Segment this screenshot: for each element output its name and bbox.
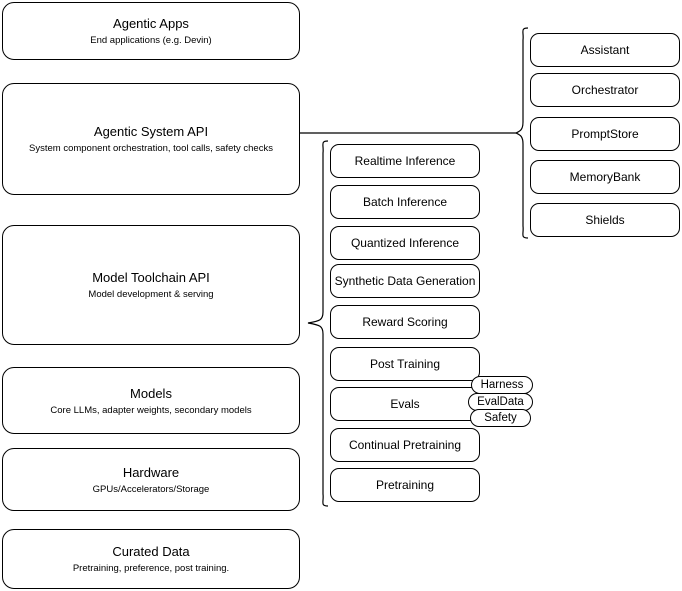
component-label: Orchestrator xyxy=(571,83,639,97)
layer-title: Model Toolchain API xyxy=(92,270,210,285)
capability-box-continual-pretraining[interactable]: Continual Pretraining xyxy=(330,428,480,462)
layer-subtitle: Core LLMs, adapter weights, secondary mo… xyxy=(50,404,252,416)
brace-capabilities xyxy=(307,140,329,507)
capability-label: Continual Pretraining xyxy=(348,438,462,452)
capability-box-reward-scoring[interactable]: Reward Scoring xyxy=(330,305,480,339)
component-box-assistant[interactable]: Assistant xyxy=(530,33,680,67)
eval-pill-harness[interactable]: Harness xyxy=(471,376,533,394)
layer-subtitle: GPUs/Accelerators/Storage xyxy=(92,483,210,495)
capability-box-quantized-inference[interactable]: Quantized Inference xyxy=(330,226,480,260)
layer-title: Hardware xyxy=(122,464,180,480)
capability-label: Batch Inference xyxy=(362,195,448,209)
eval-pill-label: Harness xyxy=(480,379,524,391)
component-box-memorybank[interactable]: MemoryBank xyxy=(530,160,680,194)
eval-pill-label: EvalData xyxy=(477,396,524,408)
capability-box-realtime-inference[interactable]: Realtime Inference xyxy=(330,144,480,178)
capability-box-evals[interactable]: Evals xyxy=(330,387,480,421)
layer-title: Models xyxy=(130,385,172,401)
layer-box-curated-data[interactable]: Curated Data Pretraining, preference, po… xyxy=(2,529,300,589)
eval-pill-label: Safety xyxy=(484,412,517,424)
layer-subtitle: Pretraining, preference, post training. xyxy=(72,563,230,574)
layer-subtitle: System component orchestration, tool cal… xyxy=(29,143,273,154)
layer-title: Agentic Apps xyxy=(113,16,189,31)
layer-title: Agentic System API xyxy=(93,124,209,139)
brace-components xyxy=(514,27,529,239)
layer-box-hardware[interactable]: Hardware GPUs/Accelerators/Storage xyxy=(2,448,300,511)
component-label: Assistant xyxy=(580,43,630,57)
layer-box-model-toolchain-api[interactable]: Model Toolchain API Model development & … xyxy=(2,225,300,345)
capability-box-pretraining[interactable]: Pretraining xyxy=(330,468,480,502)
component-box-shields[interactable]: Shields xyxy=(530,203,680,237)
component-box-promptstore[interactable]: PromptStore xyxy=(530,117,680,151)
layer-subtitle: End applications (e.g. Devin) xyxy=(90,35,212,46)
component-box-orchestrator[interactable]: Orchestrator xyxy=(530,73,680,107)
capability-box-post-training[interactable]: Post Training xyxy=(330,347,480,381)
layer-subtitle: Model development & serving xyxy=(88,289,214,300)
capability-label: Pretraining xyxy=(375,478,435,492)
capability-label: Synthetic Data Generation xyxy=(334,274,476,288)
capability-label: Realtime Inference xyxy=(354,154,456,168)
component-label: PromptStore xyxy=(571,127,639,141)
eval-pill-safety[interactable]: Safety xyxy=(470,409,531,427)
capability-label: Evals xyxy=(390,397,420,411)
layer-title: Curated Data xyxy=(112,544,190,559)
capability-label: Quantized Inference xyxy=(350,236,460,250)
capability-box-synthetic-data-generation[interactable]: Synthetic Data Generation xyxy=(330,264,480,298)
capability-label: Post Training xyxy=(369,357,441,371)
component-label: Shields xyxy=(585,213,625,227)
layer-box-agentic-apps[interactable]: Agentic Apps End applications (e.g. Devi… xyxy=(2,2,300,60)
layer-box-agentic-system-api[interactable]: Agentic System API System component orch… xyxy=(2,83,300,195)
capability-box-batch-inference[interactable]: Batch Inference xyxy=(330,185,480,219)
component-label: MemoryBank xyxy=(569,170,641,184)
capability-label: Reward Scoring xyxy=(362,315,448,329)
layer-box-models[interactable]: Models Core LLMs, adapter weights, secon… xyxy=(2,367,300,434)
